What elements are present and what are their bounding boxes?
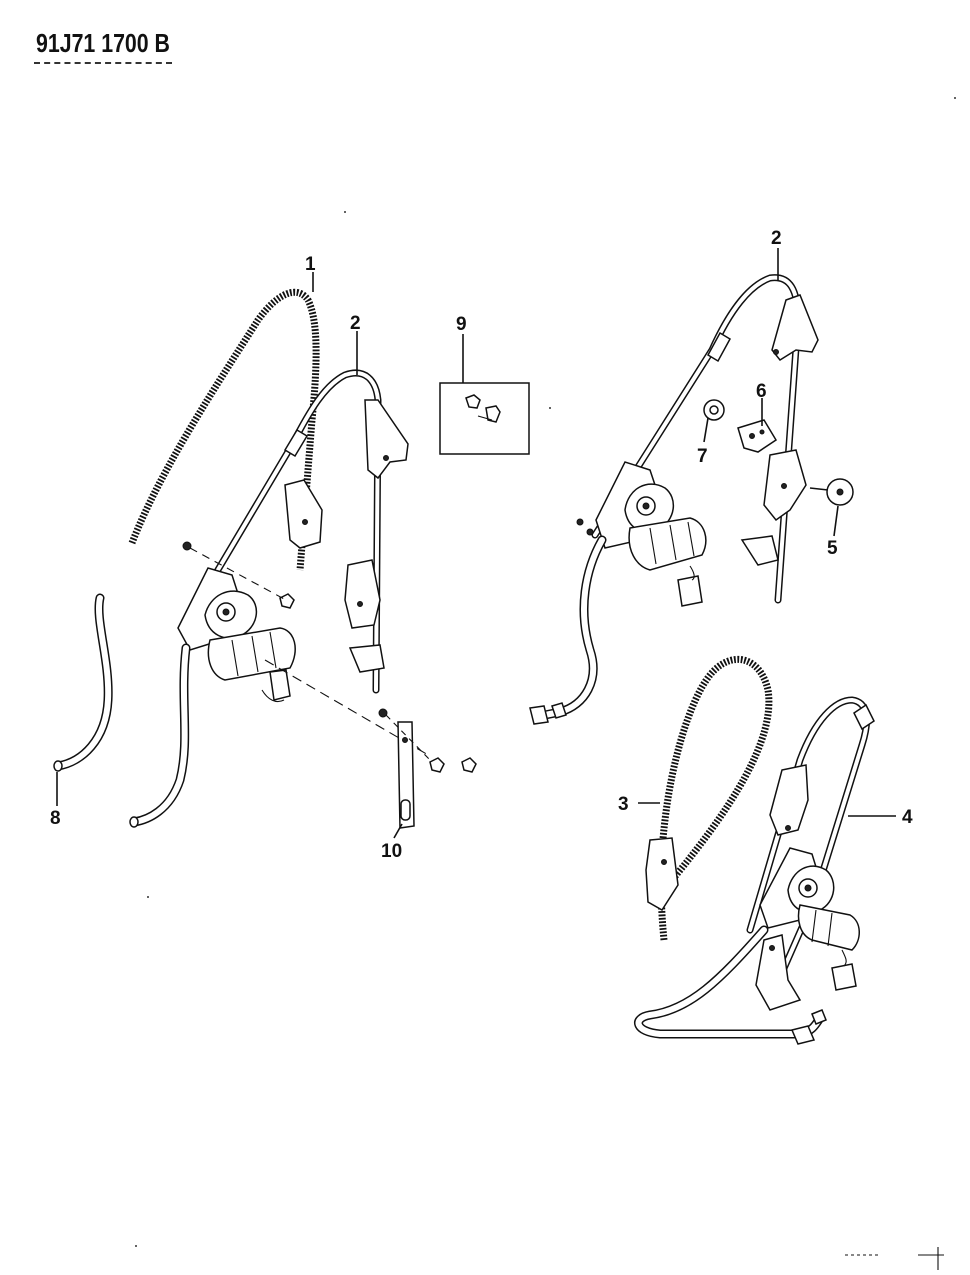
guide-knob-5	[809, 478, 854, 506]
callout-1: 1	[305, 254, 316, 275]
callout-2-left: 2	[350, 313, 361, 334]
nut-7	[703, 399, 725, 421]
diagram-reference-code: 91J71 1700 B	[36, 28, 170, 58]
regulator-cable-right	[645, 655, 773, 941]
drain-tube-8	[53, 593, 113, 772]
cable-tube-left	[129, 643, 191, 828]
callout-2-right: 2	[771, 228, 782, 249]
hardware-kit-9	[439, 382, 530, 455]
callout-8: 8	[50, 808, 61, 829]
window-regulator-right-lower	[634, 696, 875, 1045]
callout-3: 3	[618, 794, 629, 815]
callout-10: 10	[381, 841, 402, 862]
leader-lines	[56, 248, 896, 839]
window-regulator-right	[576, 274, 819, 607]
scan-marks	[135, 97, 956, 1270]
regulator-cable-left	[128, 288, 320, 571]
callout-5: 5	[827, 538, 838, 559]
cable-tube-right	[529, 535, 607, 725]
window-regulator-left	[177, 369, 431, 757]
callout-6: 6	[756, 381, 767, 402]
callout-7: 7	[697, 446, 708, 467]
callout-4: 4	[902, 807, 913, 828]
clip-6	[737, 419, 778, 453]
callout-9: 9	[456, 314, 467, 335]
mounting-bracket-10	[378, 708, 477, 829]
reference-underline	[34, 62, 172, 64]
